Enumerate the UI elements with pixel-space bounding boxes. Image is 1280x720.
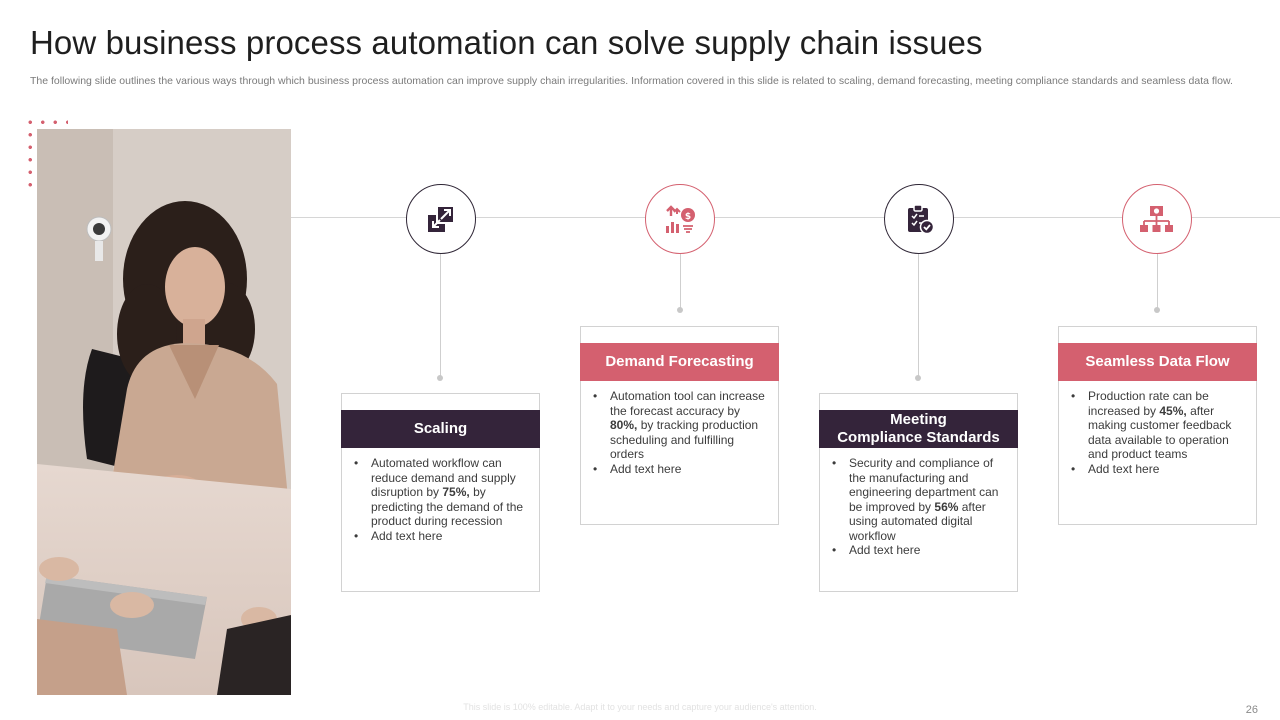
- connector-compliance: [918, 254, 919, 378]
- card-bullets-compliance: Security and compliance of the manufactu…: [830, 456, 1006, 558]
- slide-title: How business process automation can solv…: [30, 24, 983, 61]
- connector-demand-forecasting: [680, 254, 681, 310]
- card-demand-forecasting: Demand Forecasting Automation tool can i…: [580, 326, 779, 525]
- connector-dot-scaling: [437, 375, 443, 381]
- bullet-item: Production rate can be increased by 45%,…: [1069, 389, 1245, 462]
- bullet-item: Automated workflow can reduce demand and…: [352, 456, 528, 529]
- connector-dot-demand-forecasting: [677, 307, 683, 313]
- bullet-item: Add text here: [830, 543, 1006, 558]
- card-heading-data-flow: Seamless Data Flow: [1058, 343, 1257, 381]
- icon-circle-scaling: [406, 184, 476, 254]
- bullet-item: Security and compliance of the manufactu…: [830, 456, 1006, 543]
- card-heading-line-1: Meeting: [890, 411, 947, 428]
- icon-circle-compliance: [884, 184, 954, 254]
- card-heading-line-2: Compliance Standards: [837, 429, 1000, 446]
- connector-scaling: [440, 254, 441, 378]
- meeting-photo-illustration: [37, 129, 291, 695]
- card-bullets-data-flow: Production rate can be increased by 45%,…: [1069, 389, 1245, 476]
- svg-text:$: $: [685, 212, 691, 222]
- growth-chart-icon: $: [666, 205, 695, 233]
- icon-circle-data-flow: [1122, 184, 1192, 254]
- footer-note: This slide is 100% editable. Adapt it to…: [463, 702, 817, 712]
- card-heading-demand-forecasting: Demand Forecasting: [580, 343, 779, 381]
- bullet-item: Add text here: [352, 529, 528, 544]
- icon-circle-demand-forecasting: $: [645, 184, 715, 254]
- bullet-item: Add text here: [1069, 462, 1245, 477]
- card-bullets-demand-forecasting: Automation tool can increase the forecas…: [591, 389, 767, 476]
- card-heading-compliance: Meeting Compliance Standards: [819, 410, 1018, 448]
- card-heading-scaling: Scaling: [341, 410, 540, 448]
- expand-arrows-icon: [428, 205, 455, 232]
- bullet-item: Automation tool can increase the forecas…: [591, 389, 767, 462]
- data-flow-hierarchy-icon: [1140, 206, 1173, 232]
- connector-data-flow: [1157, 254, 1158, 310]
- timeline-line: [291, 217, 1280, 218]
- connector-dot-data-flow: [1154, 307, 1160, 313]
- clipboard-check-icon: [908, 204, 935, 235]
- card-compliance: Meeting Compliance Standards Security an…: [819, 393, 1018, 592]
- meeting-photo: [37, 129, 291, 695]
- card-scaling: Scaling Automated workflow can reduce de…: [341, 393, 540, 592]
- card-data-flow: Seamless Data Flow Production rate can b…: [1058, 326, 1257, 525]
- slide-subtitle: The following slide outlines the various…: [30, 75, 1233, 87]
- page-number: 26: [1245, 704, 1258, 716]
- card-bullets-scaling: Automated workflow can reduce demand and…: [352, 456, 528, 543]
- connector-dot-compliance: [915, 375, 921, 381]
- bullet-item: Add text here: [591, 462, 767, 477]
